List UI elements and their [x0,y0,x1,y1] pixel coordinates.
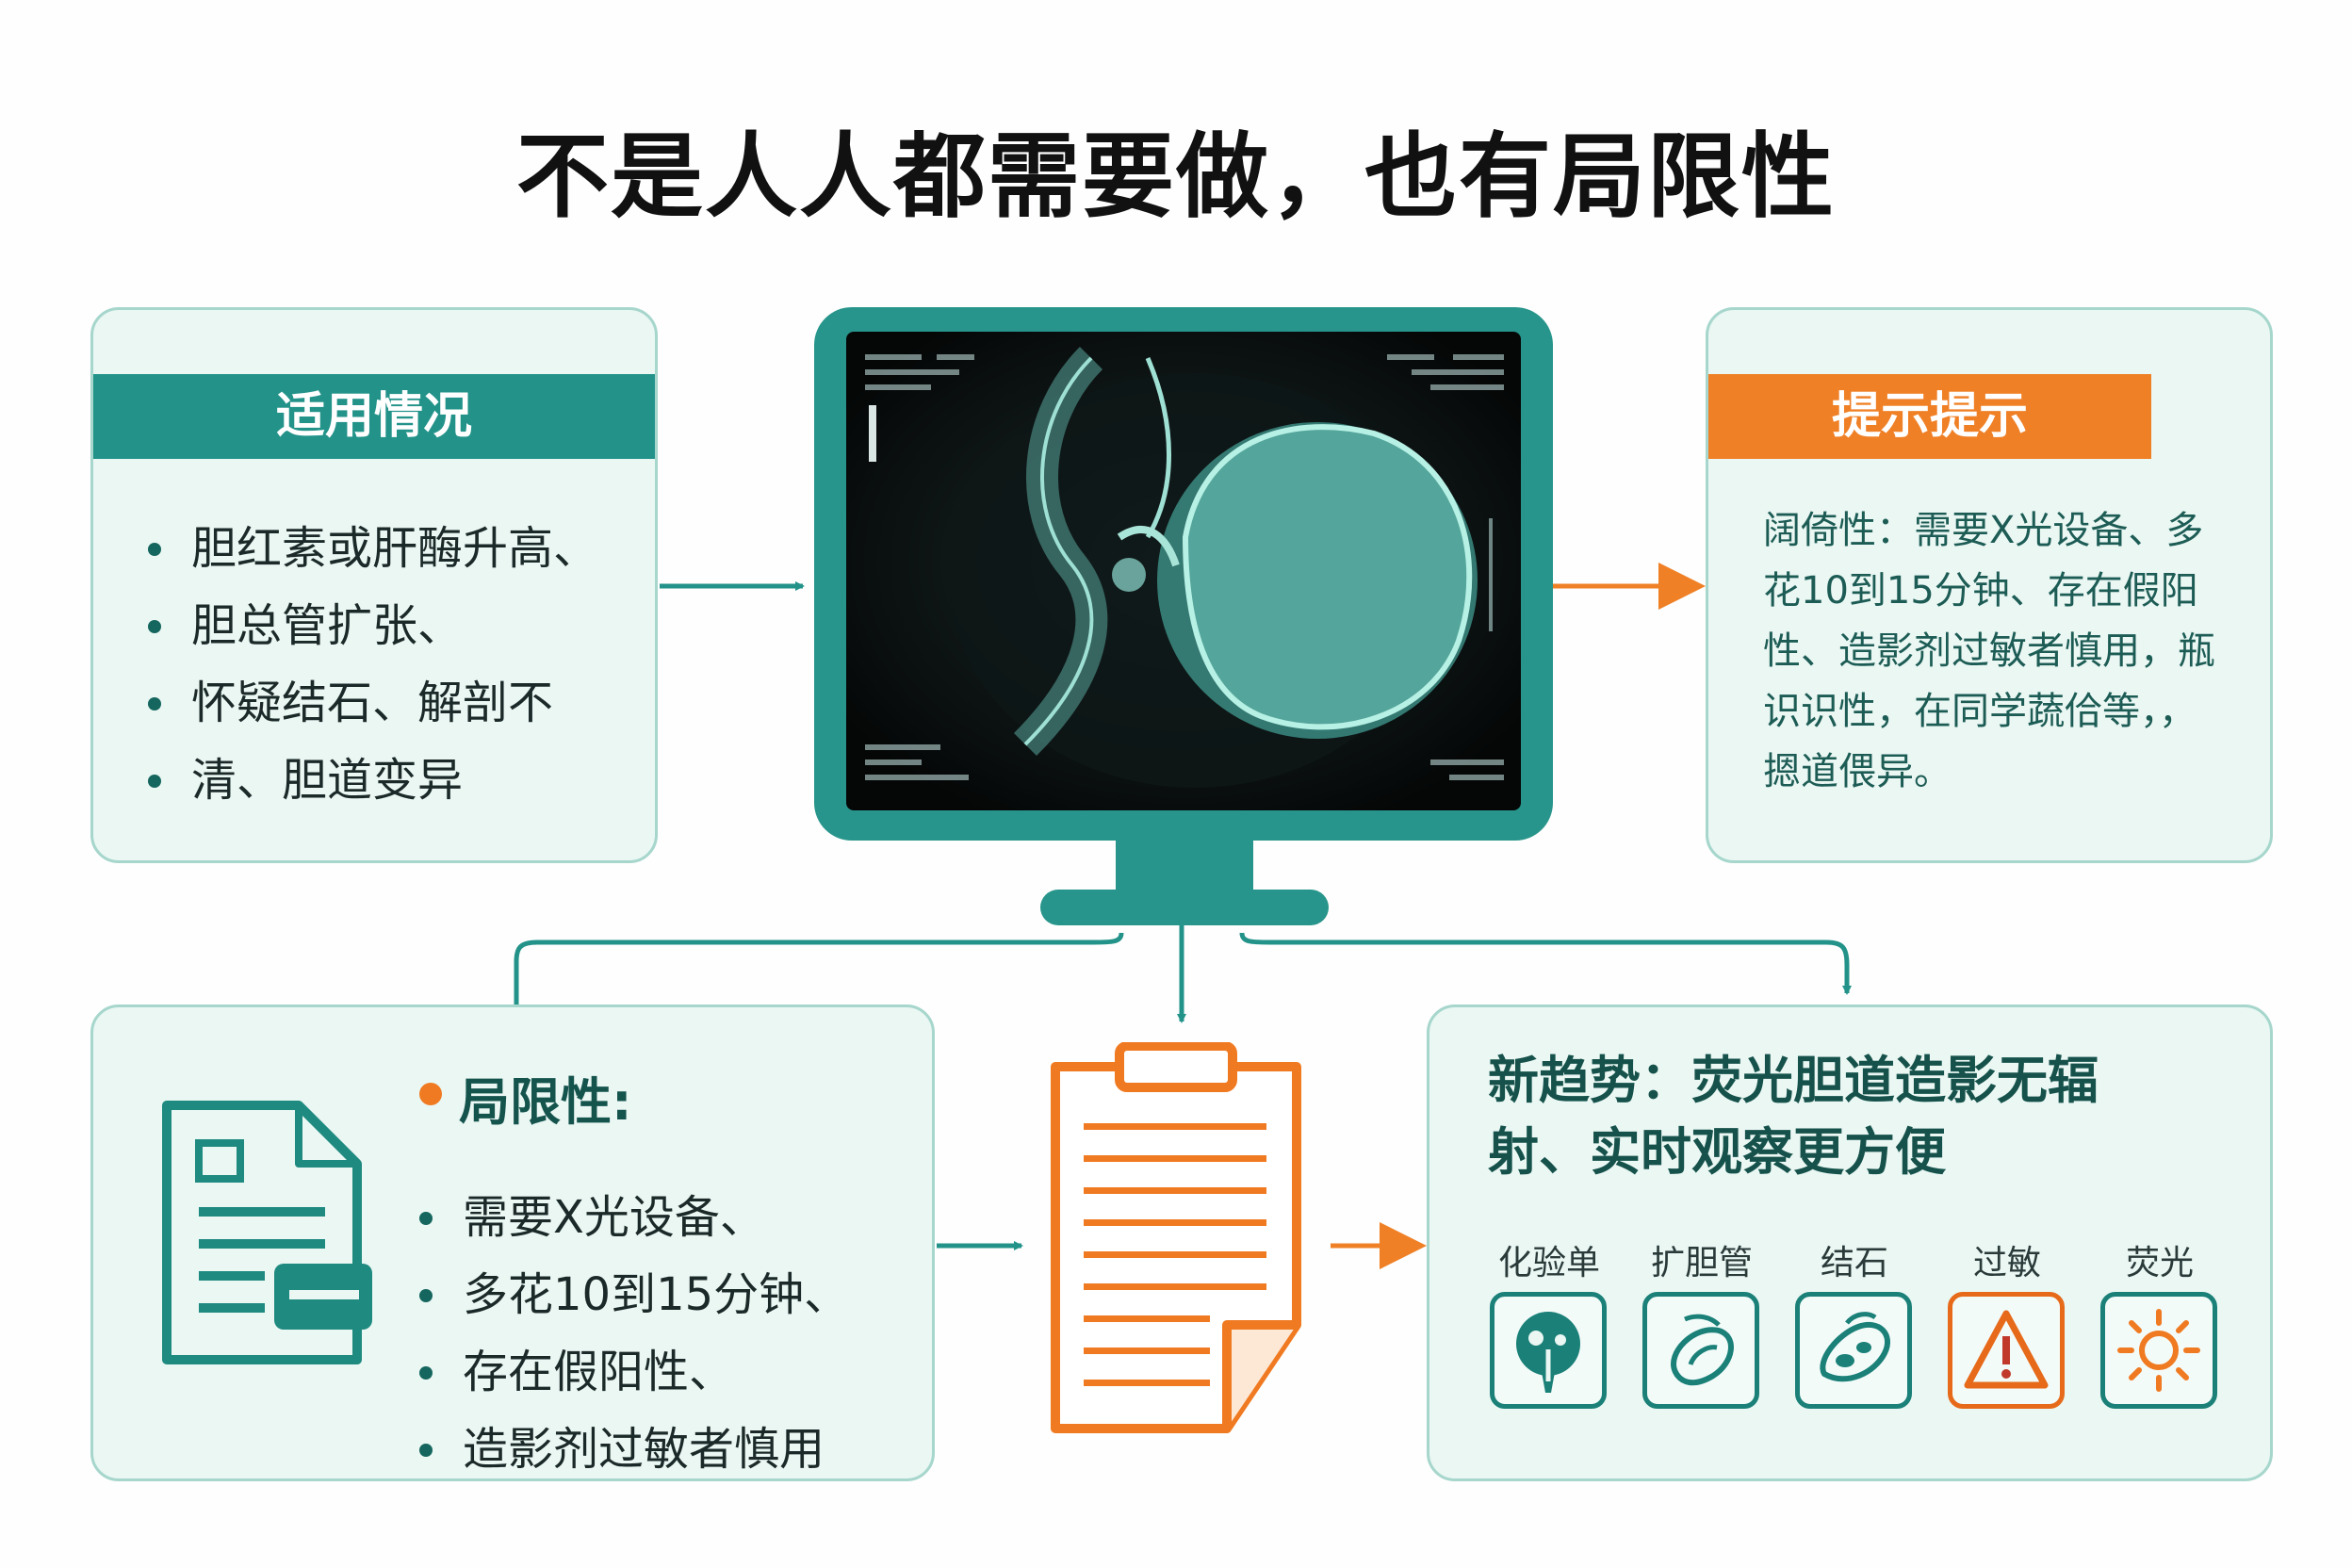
stone-icon [1795,1292,1912,1409]
branch-right [1239,932,1852,995]
trend-panel: 新趋势：荧光胆道造影无辐 射、实时观察更方便 化验单 扩胆管 结石 过敏 荧光 [1427,1004,2273,1481]
tips-line: 识识性，在同学蔬佮等，， [1763,690,2197,733]
limits-list: 需要X光设备、 多花10到15分钟、 存在假阳性、 造影剂过敏者慎用 [414,1179,849,1488]
trend-title: 新趋势：荧光胆道造影无辐 射、实时观察更方便 [1488,1045,2223,1188]
applicable-list: 胆红素或肝酶升高、 胆总管扩张、 怀疑结石、解剖不 清、胆道变异 [142,510,598,819]
sun-icon [2100,1292,2217,1409]
list-item: 胆总管扩张、 [142,587,598,664]
icon-label: 结石 [1820,1244,1888,1282]
tips-text: 阔倚性：需要X光设备、多 花10到15分钟、存在假阳 性、造影剂过敏者慎用，瓶 … [1763,500,2234,802]
tips-header: 提示提示 [1708,374,2151,459]
icon-label: 过敏 [1972,1244,2041,1282]
applicable-header: 适用情况 [93,374,655,459]
lab-flask-icon [1490,1292,1607,1409]
tips-line: 性、造影剂过敏者慎用，瓶 [1763,629,2215,673]
limits-title: 局限性: [425,1060,632,1135]
trend-title-line: 新趋势：荧光胆道造影无辐 [1488,1051,2099,1110]
monitor-xray [814,307,1553,925]
icon-label: 化验单 [1497,1244,1600,1282]
list-item: 需要X光设备、 [414,1179,849,1256]
orange-dot [419,1083,442,1105]
tips-panel: 提示提示 阔倚性：需要X光设备、多 花10到15分钟、存在假阳 性、造影剂过敏者… [1706,307,2273,863]
icon-label: 扩胆管 [1650,1244,1753,1282]
tips-line: 花10到15分钟、存在假阳 [1763,569,2198,612]
bile-duct-icon [1642,1292,1759,1409]
icon-label: 荧光 [2125,1244,2194,1282]
list-item: 清、胆道变异 [142,742,598,819]
list-item: 胆红素或肝酶升高、 [142,510,598,587]
list-item: 多花10到15分钟、 [414,1256,849,1333]
branch-left [514,932,1124,1004]
list-item: 造影剂过敏者慎用 [414,1411,849,1488]
applicable-panel: 适用情况 胆红素或肝酶升高、 胆总管扩张、 怀疑结石、解剖不 清、胆道变异 [90,307,658,863]
clipboard-icon [1051,1042,1301,1433]
warning-icon [1948,1292,2065,1409]
limits-panel: 局限性: 需要X光设备、 多花10到15分钟、 存在假阳性、 造影剂过敏者慎用 [90,1004,935,1481]
limits-title-text: 局限性: [459,1072,632,1132]
list-item: 存在假阳性、 [414,1333,849,1411]
tips-line: 摁道偎异。 [1763,750,1952,793]
document-icon [162,1101,372,1364]
trend-title-line: 射、实时观察更方便 [1488,1122,1946,1182]
tips-line: 阔倚性：需要X光设备、多 [1763,509,2204,552]
list-item: 怀疑结石、解剖不 [142,664,598,742]
page-title: 不是人人都需要做，也有局限性 [515,123,1836,231]
